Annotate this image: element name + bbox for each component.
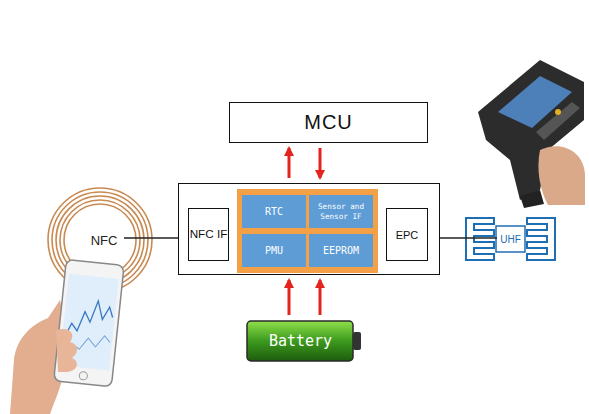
signal-arrow — [319, 148, 322, 178]
pmu-block: PMU — [242, 234, 306, 267]
chip-box: NFC IF RTC Sensor and Sensor IF PMU EEPROM EP… — [178, 183, 440, 275]
node-label: UHF — [500, 234, 521, 245]
node-label: Sensor and Sensor IF — [309, 202, 373, 220]
node-label: NFC — [91, 233, 118, 248]
rtc-block: RTC — [242, 195, 306, 228]
core-panel: RTC Sensor and Sensor IF PMU EEPROM — [237, 189, 378, 273]
node-label: PMU — [265, 245, 283, 256]
mcu-box: MCU — [229, 102, 428, 143]
node-label: EPC — [396, 229, 419, 241]
antenna-wire — [440, 237, 497, 239]
signal-arrow — [288, 280, 291, 315]
uhf-label: UHF — [497, 227, 524, 251]
nfc-coil-label: NFC — [84, 228, 124, 252]
signal-arrow — [319, 280, 322, 315]
node-label: RTC — [265, 206, 283, 217]
node-label: MCU — [304, 111, 353, 134]
sensor-block: Sensor and Sensor IF — [309, 195, 373, 228]
phone-in-hand — [10, 259, 124, 414]
uhf-antenna — [466, 218, 555, 260]
signal-arrow — [288, 148, 291, 178]
handheld-reader — [478, 60, 585, 208]
node-label: EEPROM — [323, 245, 359, 256]
eeprom-block: EEPROM — [309, 234, 373, 267]
epc-box: EPC — [386, 208, 428, 261]
nfc-interface-box: NFC IF — [188, 208, 229, 261]
node-label: NFC IF — [190, 227, 228, 242]
antenna-wire — [124, 237, 178, 239]
node-label: Battery — [269, 332, 340, 350]
battery: Battery — [246, 320, 363, 362]
